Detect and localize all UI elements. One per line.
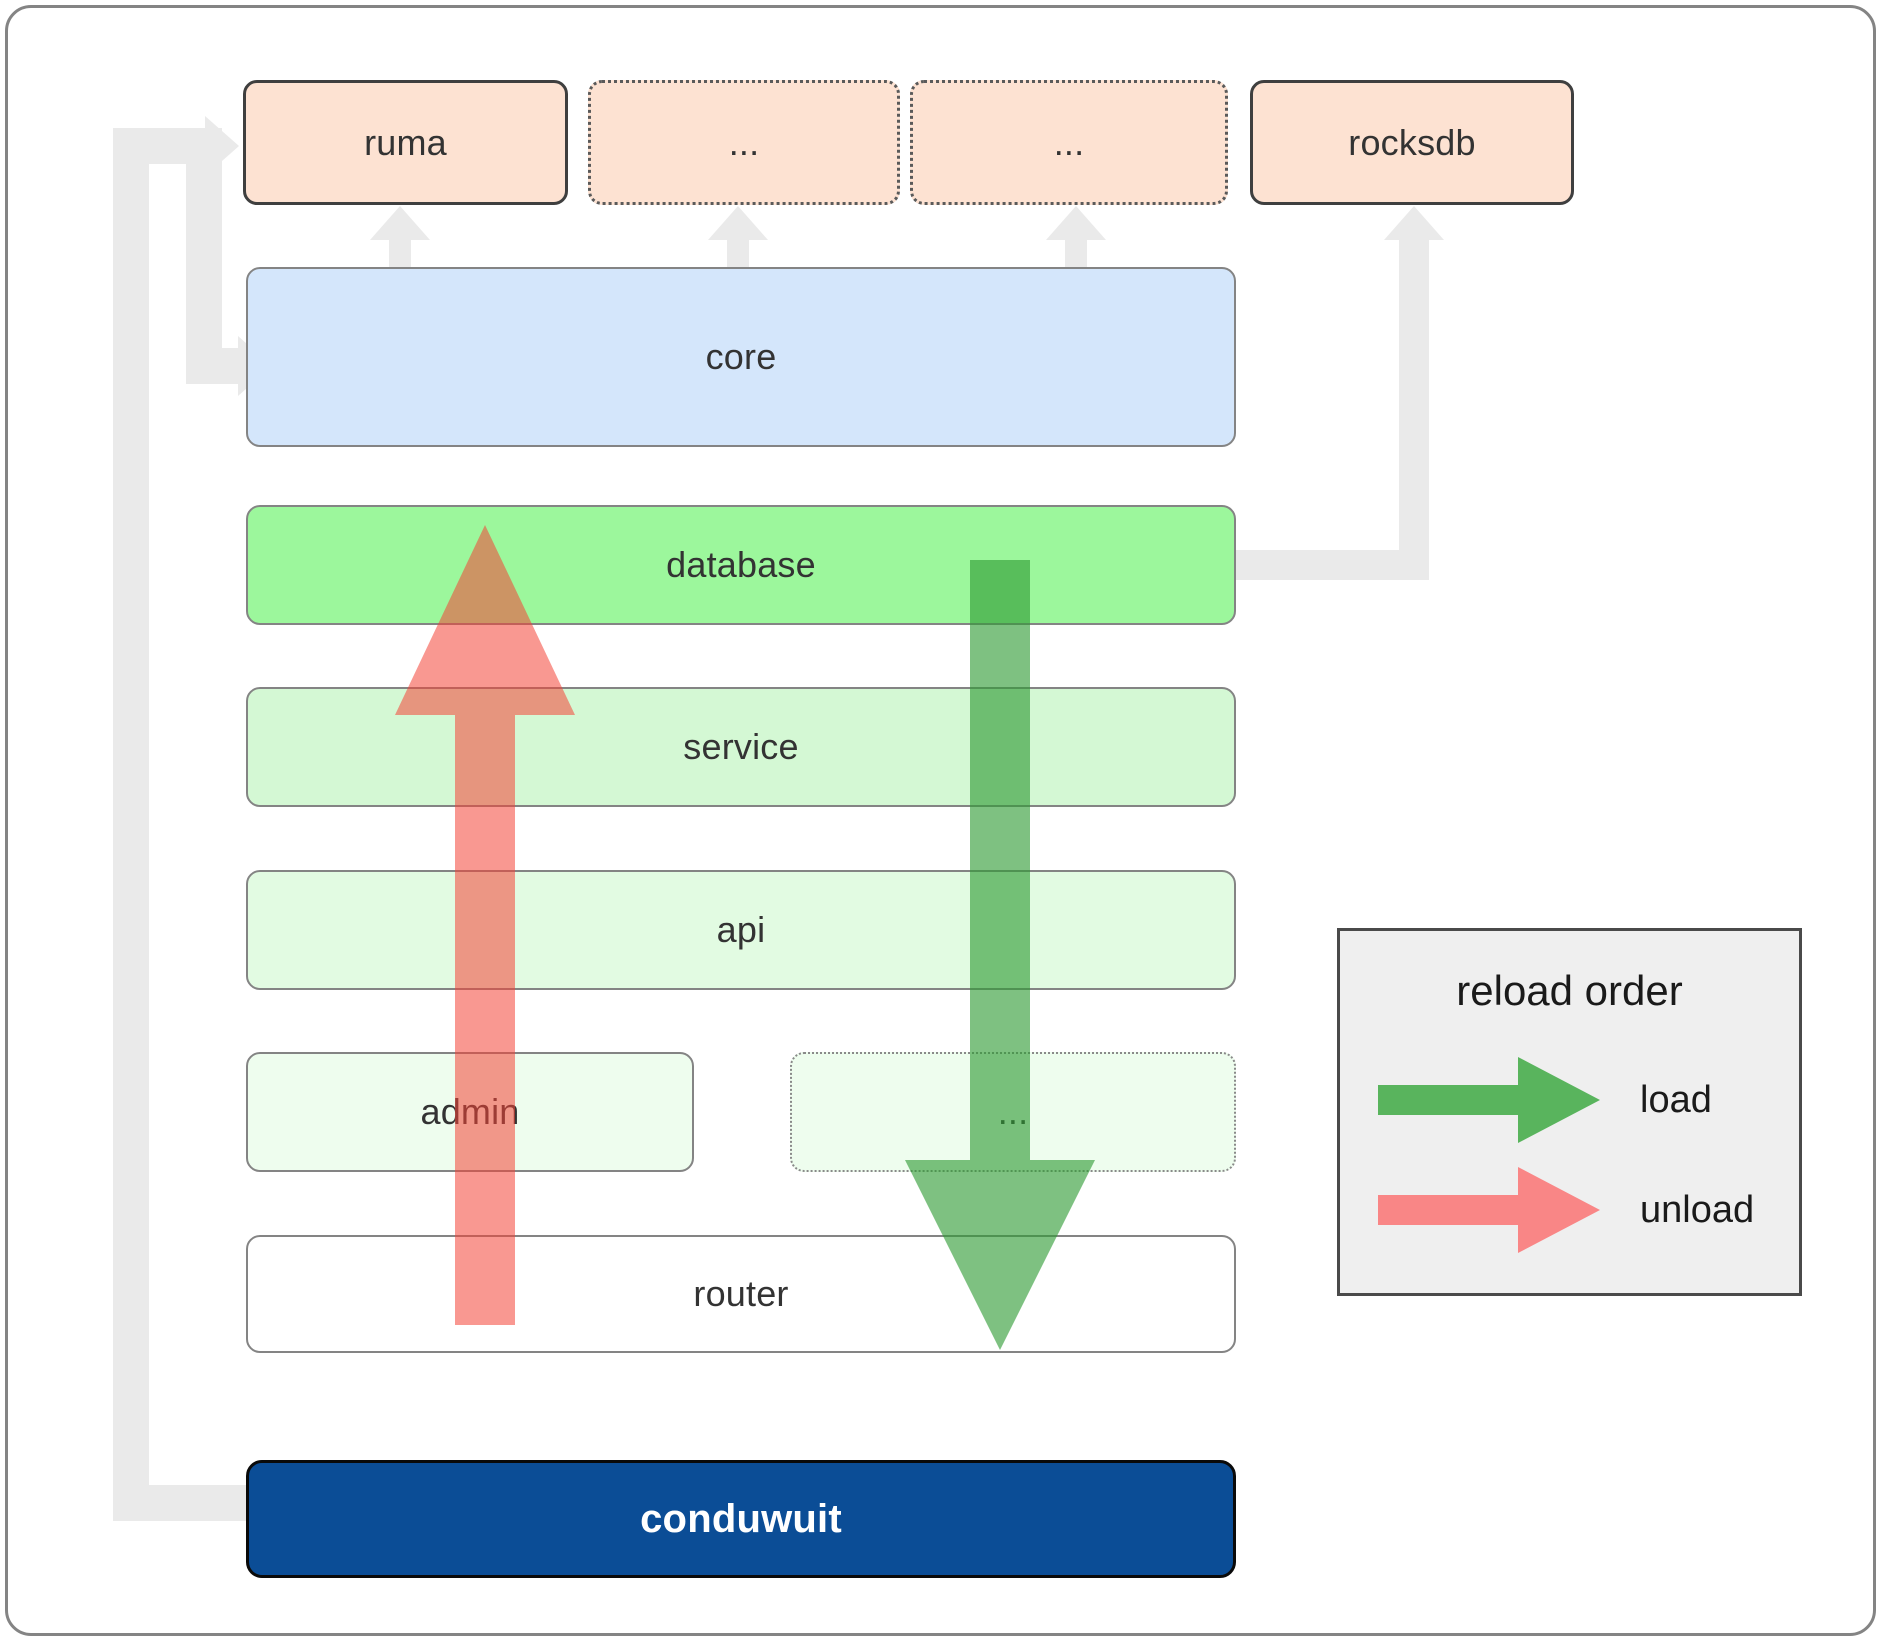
load-flow-arrow [890, 560, 1110, 1350]
legend-load-arrow [1378, 1057, 1600, 1143]
connector-branch-core-riser [186, 128, 222, 384]
connector-arrow-core-dots1 [708, 206, 768, 240]
node-ext-placeholder-2[interactable]: ... [910, 80, 1228, 205]
connector-core-to-dots1-stem [727, 230, 749, 270]
node-ruma[interactable]: ruma [243, 80, 568, 205]
connector-arrow-core-ruma [370, 206, 430, 240]
connector-db-to-rocksdb-v [1399, 240, 1429, 580]
node-rocksdb[interactable]: rocksdb [1250, 80, 1574, 205]
node-api-label: api [716, 909, 766, 950]
node-ext-placeholder-1-label: ... [728, 121, 760, 163]
node-database-label: database [666, 544, 816, 585]
connector-db-to-rocksdb-h [1235, 550, 1415, 580]
node-ext-placeholder-1[interactable]: ... [588, 80, 900, 205]
legend-unload-arrow [1378, 1167, 1600, 1253]
node-core-label: core [705, 336, 777, 377]
connector-core-to-ruma-stem [389, 230, 411, 270]
node-conduwuit-label: conduwuit [640, 1496, 842, 1541]
node-router[interactable]: router [246, 1235, 1236, 1353]
node-conduwuit[interactable]: conduwuit [246, 1460, 1236, 1578]
node-database[interactable]: database [246, 505, 1236, 625]
node-rocksdb-label: rocksdb [1348, 121, 1476, 163]
node-api[interactable]: api [246, 870, 1236, 990]
connector-trunk-vertical [113, 128, 149, 1521]
node-service-label: service [683, 726, 799, 767]
connector-core-to-dots2-stem [1065, 230, 1087, 270]
connector-arrow-core-dots2 [1046, 206, 1106, 240]
node-ruma-label: ruma [364, 121, 447, 163]
legend-load-label: load [1640, 1079, 1712, 1121]
unload-flow-arrow [380, 525, 590, 1325]
legend-panel: reload order load unload [1337, 928, 1802, 1296]
legend-title: reload order [1456, 967, 1683, 1014]
connector-arrow-rocksdb [1384, 206, 1444, 240]
legend-unload-label: unload [1640, 1189, 1755, 1231]
node-router-label: router [693, 1273, 789, 1314]
node-core[interactable]: core [246, 267, 1236, 447]
node-ext-placeholder-2-label: ... [1053, 121, 1085, 163]
connector-trunk-to-conduwuit [113, 1485, 253, 1521]
